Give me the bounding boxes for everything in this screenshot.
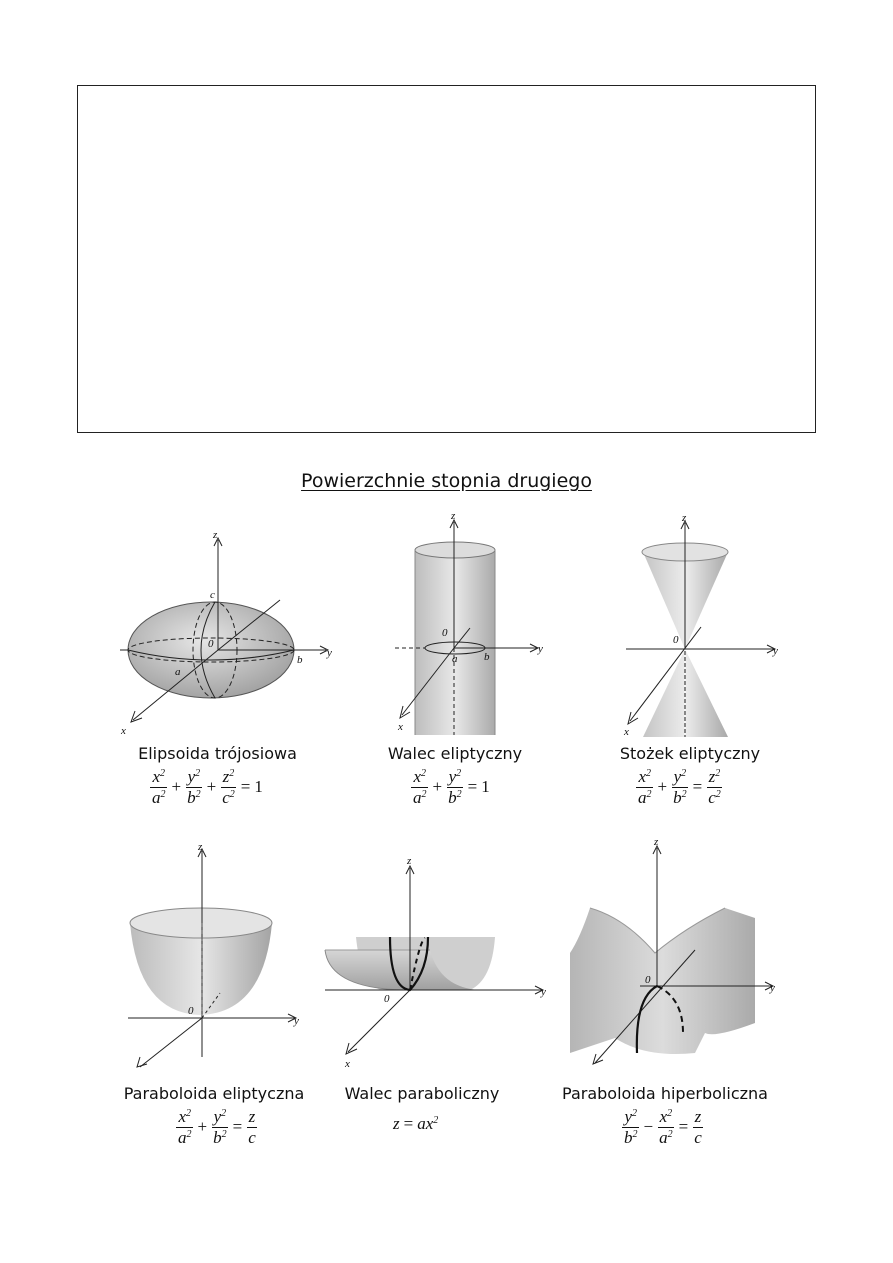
empty-frame (77, 85, 816, 433)
caption-hyperbolic-paraboloid: Paraboloida hiperboliczna (562, 1084, 768, 1103)
origin-label: 0 (442, 627, 448, 639)
origin-label: 0 (208, 638, 214, 650)
point-label-a: a (175, 666, 181, 678)
origin-label: 0 (645, 974, 651, 986)
origin-label: 0 (384, 993, 390, 1005)
axis-label-y: y (540, 986, 546, 998)
axis-label-y: y (326, 647, 332, 659)
axis-label-y: y (293, 1015, 299, 1027)
axis-label-z: z (653, 838, 659, 848)
equation-parabolic-cylinder: z = ax2 (393, 1114, 439, 1133)
point-label-b: b (484, 651, 490, 663)
elliptic-paraboloid-figure: z y 0 (128, 843, 299, 1068)
axis-label-z: z (212, 530, 218, 541)
caption-parabolic-cylinder: Walec paraboliczny (344, 1084, 500, 1103)
elliptic-cylinder-figure: z y x b a 0 (395, 510, 543, 735)
axis-label-x: x (344, 1058, 350, 1070)
point-label-c: c (210, 589, 215, 601)
axis-label-y: y (537, 643, 543, 655)
parabolic-cylinder-figure: z y x 0 (324, 855, 546, 1070)
point-label-b: b (297, 654, 303, 666)
axis-label-x: x (397, 721, 403, 733)
hyperbolic-paraboloid-figure: z y 0 (570, 838, 775, 1065)
axis-label-z: z (197, 843, 203, 853)
axis-label-x: x (120, 725, 126, 737)
axis-label-y: y (772, 645, 778, 657)
caption-elliptic-cone: Stożek eliptyczny (619, 744, 761, 763)
axis-label-z: z (406, 855, 412, 867)
origin-label: 0 (188, 1005, 194, 1017)
axis-label-x: x (623, 726, 629, 738)
axis-label-y: y (769, 982, 775, 994)
elliptic-cone-figure: z y x 0 (623, 515, 778, 738)
point-label-a: a (452, 653, 458, 665)
caption-elliptic-paraboloid: Paraboloida eliptyczna (123, 1084, 305, 1103)
axis-label-z: z (450, 510, 456, 522)
ellipsoid-figure: z y x c b a 0 (120, 530, 332, 737)
origin-label: 0 (673, 634, 679, 646)
caption-ellipsoid: Elipsoida trójosiowa (138, 744, 297, 763)
section-heading: Powierzchnie stopnia drugiego (301, 470, 592, 492)
caption-elliptic-cylinder: Walec eliptyczny (387, 744, 523, 763)
axis-label-z: z (681, 515, 687, 524)
